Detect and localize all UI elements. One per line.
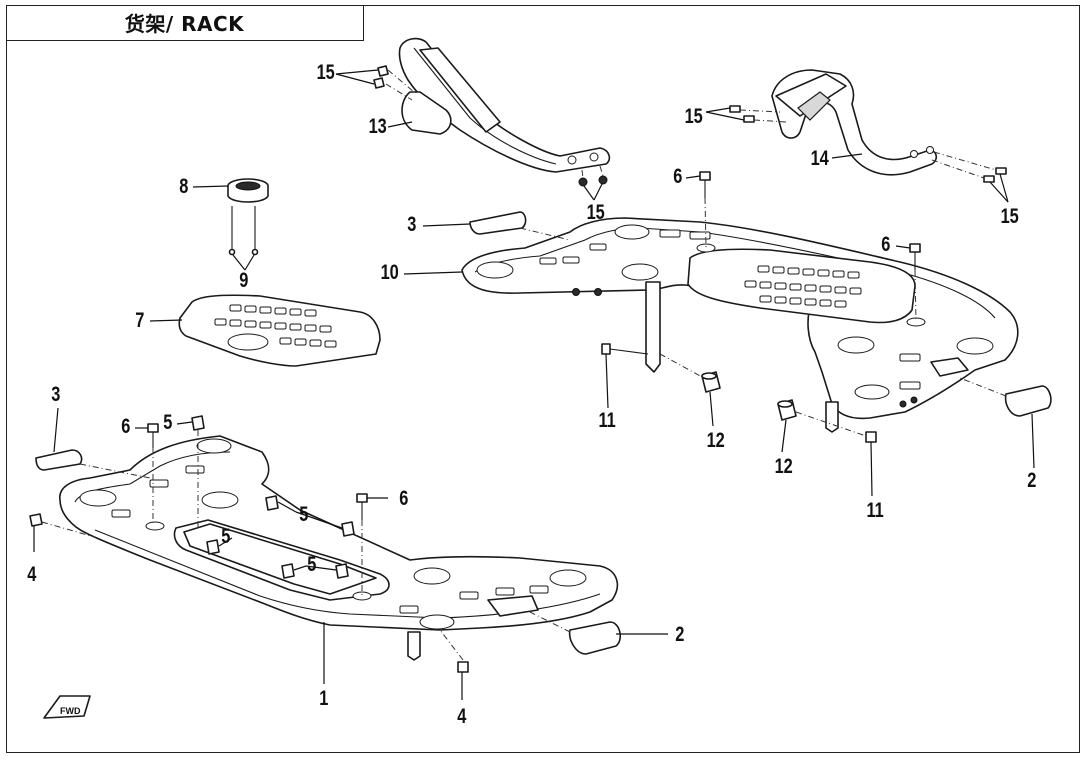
callout-5b: 5 [299,503,309,526]
callout-14: 14 [810,147,829,170]
callout-2b: 2 [1027,469,1037,492]
callout-1: 1 [319,687,329,710]
callout-10: 10 [380,261,399,284]
diagram-title: 货架/ RACK [124,12,245,36]
handle-part-13 [398,37,611,173]
plate-part-7 [178,294,381,367]
callout-8: 8 [179,175,189,198]
bolt-parts-15 [373,65,1007,187]
callout-12a: 12 [706,429,725,452]
callout-4b: 4 [457,705,467,728]
title-box: 货架/ RACK [6,5,364,41]
callout-6a: 6 [121,415,131,438]
front-rack-part-1 [59,435,619,661]
fwd-arrow-icon: FWD [43,695,91,719]
assembly-centerlines [41,69,1007,661]
screw-parts-9 [228,206,259,256]
callout-6d: 6 [881,233,891,256]
callout-5c: 5 [221,525,231,548]
callout-11a: 11 [598,409,616,432]
callout-3a: 3 [51,383,61,406]
plate-slots [214,304,337,348]
callout-3b: 3 [407,213,417,236]
callout-2a: 2 [675,623,685,646]
callout-12b: 12 [774,455,793,478]
callout-7: 7 [135,309,145,332]
rear-rack-part-10 [461,211,1019,433]
cap-part-8 [227,178,269,203]
callout-15d: 15 [1000,205,1019,228]
clip-parts-5 [191,415,355,579]
bolt-parts-6 [147,171,921,520]
callout-11b: 11 [866,499,884,522]
diagram-frame [6,5,1080,753]
callout-5a: 5 [163,411,173,434]
end-cap-parts-2 [568,385,1052,655]
callout-9: 9 [239,269,249,292]
svg-text:FWD: FWD [60,706,81,716]
callout-15c: 15 [684,105,703,128]
handle-part-14 [771,69,938,176]
bolt-parts-11 [601,343,877,443]
callout-15b: 15 [586,201,605,224]
bolt-parts-4 [29,513,469,673]
callout-6c: 6 [673,165,683,188]
end-cap-parts-3 [35,449,83,471]
callout-5d: 5 [307,553,317,576]
callout-15a: 15 [316,61,335,84]
callout-6b: 6 [399,487,409,510]
rear-rack-slots [744,265,862,308]
spacer-parts-12 [701,371,797,421]
leader-lines [33,69,1035,700]
callout-4a: 4 [27,563,37,586]
callout-13: 13 [368,115,387,138]
